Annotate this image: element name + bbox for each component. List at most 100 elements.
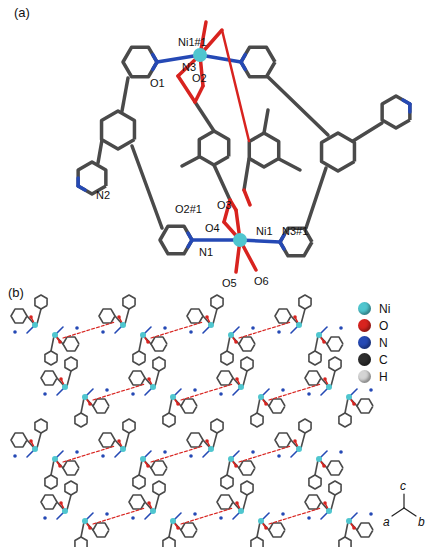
axis-glyph	[392, 494, 416, 516]
atom	[322, 464, 326, 468]
aromatic-ring	[211, 295, 223, 309]
bond	[257, 398, 260, 413]
atom	[322, 340, 326, 344]
aromatic-ring	[275, 433, 291, 447]
bond	[243, 495, 247, 510]
atom	[307, 516, 311, 520]
atom	[117, 315, 121, 319]
aromatic-ring	[187, 433, 203, 447]
aromatic-ring	[299, 419, 311, 433]
bond	[132, 146, 162, 228]
atom	[146, 464, 150, 468]
bond	[37, 433, 41, 448]
bond	[63, 322, 115, 338]
atom	[258, 394, 264, 400]
aromatic-ring	[275, 309, 291, 323]
bond	[345, 398, 348, 413]
aromatic-ring	[11, 433, 27, 447]
aromatic-ring	[357, 523, 373, 537]
atom	[208, 446, 214, 452]
aromatic-ring	[327, 461, 343, 475]
atom	[59, 377, 63, 381]
atom-label: O2#1	[175, 204, 202, 215]
atom	[219, 516, 223, 520]
bond	[139, 460, 142, 475]
atom	[147, 377, 151, 381]
atom-label: O5	[222, 278, 237, 289]
bond	[67, 495, 71, 510]
bond	[306, 168, 326, 228]
aromatic-ring	[153, 357, 165, 371]
aromatic-ring	[199, 131, 228, 165]
axis-label: b	[418, 516, 425, 528]
bond	[227, 336, 230, 351]
axis-label: c	[400, 480, 406, 492]
aromatic-ring	[123, 295, 135, 309]
legend-text: N	[379, 336, 388, 350]
atom	[117, 439, 121, 443]
bond	[81, 522, 84, 537]
bond	[51, 336, 54, 351]
aromatic-ring	[211, 419, 223, 433]
atom	[150, 384, 156, 390]
atom	[43, 392, 47, 396]
bond	[195, 86, 203, 102]
panel-label: (a)	[14, 6, 30, 19]
bond	[169, 398, 172, 413]
bond	[222, 30, 249, 141]
bond	[244, 159, 249, 190]
aromatic-ring	[309, 351, 321, 365]
atom	[339, 326, 343, 330]
bond	[139, 336, 142, 351]
aromatic-ring	[133, 351, 145, 365]
atom	[346, 394, 352, 400]
aromatic-ring	[241, 47, 275, 76]
atom-label: O2	[192, 73, 207, 84]
aromatic-ring	[217, 371, 233, 385]
atom	[32, 322, 38, 328]
aromatic-ring	[249, 133, 278, 167]
aromatic-ring	[339, 537, 351, 547]
bond	[227, 460, 230, 475]
atom-label: O4	[205, 223, 220, 234]
atom	[277, 330, 281, 334]
atom	[251, 450, 255, 454]
atom	[235, 377, 239, 381]
bond	[155, 495, 159, 510]
aromatic-ring	[41, 495, 57, 509]
packing-unit	[187, 419, 255, 489]
atom-label: N3	[182, 62, 196, 73]
atom	[62, 508, 68, 514]
atom	[219, 392, 223, 396]
aromatic-ring	[35, 295, 47, 309]
legend-row: N	[358, 334, 390, 351]
atom	[62, 384, 68, 390]
legend-text: C	[379, 353, 388, 367]
aromatic-ring	[239, 337, 255, 351]
atom-label: N1	[199, 247, 213, 258]
atom	[101, 330, 105, 334]
packing-unit	[275, 295, 343, 365]
legend-swatch	[358, 319, 371, 332]
atom	[264, 402, 268, 406]
atom-label: Ni1#1	[178, 37, 207, 48]
atom	[13, 330, 17, 334]
aromatic-ring	[153, 481, 165, 495]
atom	[235, 501, 239, 505]
bond	[213, 309, 217, 324]
bond	[353, 123, 382, 141]
legend-swatch	[358, 302, 371, 315]
atom	[150, 508, 156, 514]
aromatic-ring	[181, 523, 197, 537]
atom	[13, 454, 17, 458]
bond	[151, 446, 203, 462]
panel-b-packing	[11, 295, 373, 547]
bond	[51, 460, 54, 475]
aromatic-ring	[63, 337, 79, 351]
atom	[120, 446, 126, 452]
bond	[93, 384, 145, 400]
atom	[234, 464, 238, 468]
atom	[339, 450, 343, 454]
atom	[258, 518, 264, 524]
aromatic-ring	[75, 537, 87, 547]
